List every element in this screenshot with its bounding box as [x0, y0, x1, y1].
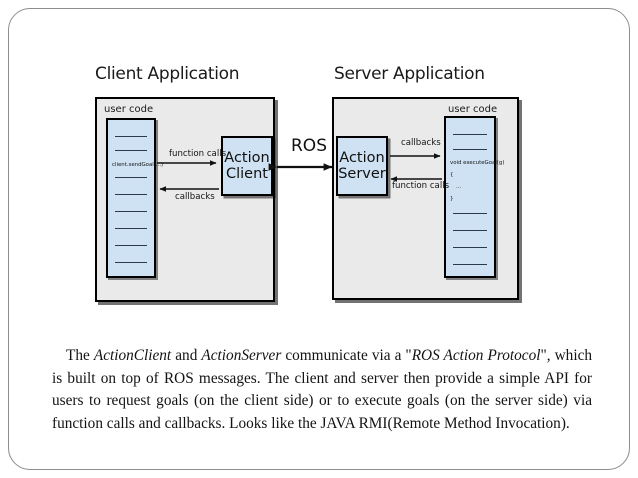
code-line [115, 136, 147, 137]
execute-goal-signature-text: void executeGoal(g) [450, 160, 505, 166]
diagram-arrows [157, 153, 442, 192]
code-line [115, 150, 147, 151]
emphasis-actionclient: ActionClient [93, 347, 172, 365]
client-send-goal-text: client.sendGoal(...) [112, 162, 164, 168]
label-client-function-calls: function calls [169, 149, 227, 159]
label-client-callbacks: callbacks [175, 192, 215, 202]
paragraph-part-1: The [66, 347, 94, 365]
action-server-label-line1: Action [339, 149, 385, 166]
execute-goal-close-brace-text: } [450, 196, 454, 202]
code-line [453, 213, 487, 214]
code-line [115, 211, 147, 212]
label-server-callbacks: callbacks [401, 138, 441, 148]
action-server-label-line2: Server [338, 166, 386, 182]
code-line [115, 228, 147, 229]
client-application-title: Client Application [95, 64, 240, 84]
architecture-diagram: Client Application Server Application us… [95, 64, 519, 302]
code-line [453, 149, 487, 150]
client-user-code-block: client.sendGoal(...) [106, 118, 164, 278]
label-server-function-calls: function calls [392, 181, 450, 191]
emphasis-ros-action-protocol: ROS Action Protocol [411, 347, 541, 365]
code-line [453, 247, 487, 248]
code-line [115, 194, 147, 195]
code-line [453, 230, 487, 231]
code-line [115, 177, 147, 178]
body-paragraph: The ActionClient and ActionServer commun… [52, 345, 592, 435]
action-client-label-line2: Client [226, 166, 268, 182]
execute-goal-ellipsis-text: ... [456, 184, 462, 190]
server-application-title: Server Application [334, 64, 485, 84]
client-user-code-label: user code [104, 104, 154, 115]
label-ros-protocol: ROS [291, 136, 327, 156]
paragraph-part-4: ", which is built on top of ROS messages… [52, 347, 593, 432]
action-client-label-line1: Action [224, 149, 270, 166]
code-line [453, 134, 487, 135]
paragraph-part-2: and [171, 347, 202, 365]
action-server-node: Action Server [336, 136, 388, 196]
paragraph-part-3: communicate via a " [281, 347, 412, 365]
server-user-code-label: user code [448, 104, 498, 115]
execute-goal-open-brace-text: { [450, 172, 454, 178]
code-line [115, 262, 147, 263]
code-line [453, 264, 487, 265]
server-user-code-block: void executeGoal(g) { ... } [444, 116, 505, 278]
emphasis-actionserver: ActionServer [201, 347, 282, 365]
code-line [115, 245, 147, 246]
